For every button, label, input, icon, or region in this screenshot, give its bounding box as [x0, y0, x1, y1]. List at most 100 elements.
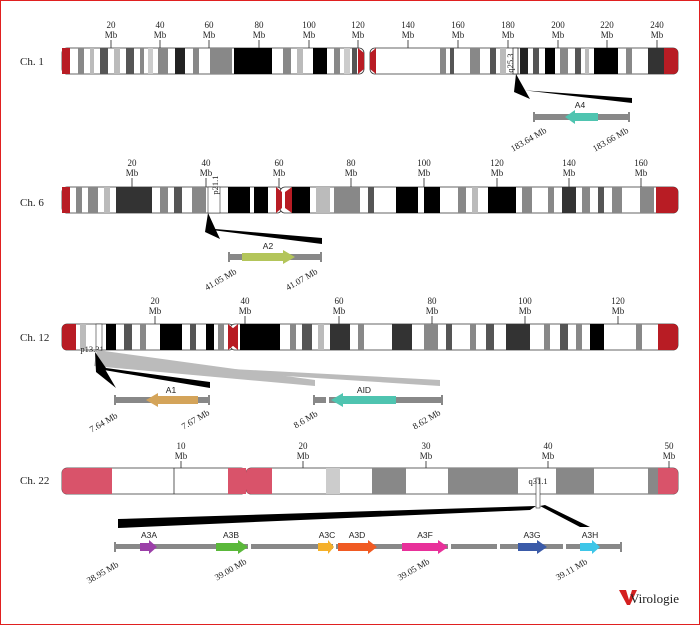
zoom-wedge [205, 213, 220, 239]
band-label: q31.1 [528, 476, 547, 486]
gene-label: A3C [319, 530, 336, 540]
gene-a3c-arrow [318, 540, 334, 554]
position-label: 39.11 Mb [554, 556, 589, 582]
gene-aid-arrow [331, 393, 396, 407]
virologie-logo: Virologie [619, 590, 679, 606]
gene-a2-arrow [242, 250, 295, 264]
tick-value: 100 [302, 20, 316, 30]
gene-end-label: 7.67 Mb [180, 407, 212, 431]
tick-value: 50 [665, 441, 675, 451]
zoom-wedge [95, 352, 116, 388]
zoom-wedge-aid [94, 350, 315, 386]
position-label: 39.00 Mb [213, 556, 249, 582]
tick-unit: Mb [426, 306, 439, 316]
tick-unit: Mb [635, 168, 648, 178]
tick-unit: Mb [105, 30, 118, 40]
gene-a3g-arrow [518, 540, 547, 554]
tick-unit: Mb [200, 168, 213, 178]
zoom-wedge [516, 74, 632, 103]
tick-unit: Mb [563, 168, 576, 178]
tick-value: 200 [551, 20, 565, 30]
gene-a3b-arrow [216, 540, 248, 554]
gene-a3h-arrow [580, 540, 600, 554]
tick-unit: Mb [126, 168, 139, 178]
tick-unit: Mb [612, 306, 625, 316]
tick-value: 160 [634, 158, 648, 168]
chromosome-label: Ch. 22 [20, 475, 49, 487]
gene-label: A3F [417, 530, 433, 540]
tick-value: 40 [202, 158, 212, 168]
tick-value: 120 [490, 158, 504, 168]
tick-unit: Mb [333, 306, 346, 316]
tick-unit: Mb [542, 451, 555, 461]
tick-value: 20 [128, 158, 138, 168]
tick-unit: Mb [601, 30, 614, 40]
tick-value: 20 [107, 20, 117, 30]
gene-label: A3B [223, 530, 239, 540]
position-labels-ch22: 38.95 Mb 39.00 Mb 39.05 Mb 39.11 Mb [85, 556, 590, 585]
gene-track-ch12-aid [313, 393, 443, 407]
gene-track-ch22 [114, 540, 622, 554]
gene-labels-ch22: A3A A3B A3C A3D A3F A3G A3H [141, 530, 598, 540]
band-label: p21.1 [210, 175, 220, 194]
chromosome-22-ideogram [61, 467, 679, 509]
position-label: 38.95 Mb [85, 559, 121, 585]
tick-marks-ch22 [180, 461, 670, 468]
zoom-wedge-aid [97, 350, 440, 386]
tick-value: 140 [401, 20, 415, 30]
tick-value: 80 [428, 296, 438, 306]
tick-value: 60 [335, 296, 345, 306]
chromosome-6-ideogram [61, 186, 679, 214]
gene-track-ch6 [228, 250, 322, 264]
gene-track-ch12-a1 [114, 393, 210, 407]
gene-label: A3G [523, 530, 540, 540]
tick-unit: Mb [149, 306, 162, 316]
tick-value: 120 [351, 20, 365, 30]
gene-start-label: 183.64 Mb [509, 125, 549, 154]
tick-value: 40 [544, 441, 554, 451]
chromosome-label: Ch. 6 [20, 197, 44, 209]
chromosome-label: Ch. 12 [20, 332, 49, 344]
chromosome-12-ideogram [61, 323, 679, 351]
tick-unit: Mb [253, 30, 266, 40]
zoom-wedge [118, 506, 536, 528]
tick-unit: Mb [552, 30, 565, 40]
gene-label: A3H [582, 530, 599, 540]
tick-value: 160 [451, 20, 465, 30]
gene-end-label: 183.66 Mb [591, 125, 631, 154]
tick-value: 80 [255, 20, 265, 30]
gene-a3d-arrow [338, 540, 377, 554]
gene-track-ch1 [533, 110, 630, 124]
tick-value: 20 [299, 441, 309, 451]
gene-label: AID [357, 385, 371, 395]
gene-a1-arrow [146, 393, 198, 407]
tick-value: 120 [611, 296, 625, 306]
logo-text: Virologie [630, 591, 679, 606]
tick-unit: Mb [239, 306, 252, 316]
zoom-wedge [540, 505, 590, 527]
tick-value: 40 [241, 296, 251, 306]
tick-unit: Mb [154, 30, 167, 40]
tick-value: 180 [501, 20, 515, 30]
tick-unit: Mb [273, 168, 286, 178]
tick-value: 60 [205, 20, 215, 30]
tick-unit: Mb [203, 30, 216, 40]
tick-unit: Mb [491, 168, 504, 178]
tick-value: 100 [417, 158, 431, 168]
zoom-wedge [208, 213, 322, 244]
chromosome-label: Ch. 1 [20, 56, 44, 68]
gene-a3a-arrow [140, 540, 157, 554]
tick-unit: Mb [303, 30, 316, 40]
band-label: q25.3 [505, 53, 515, 72]
tick-unit: Mb [297, 451, 310, 461]
gene-a4-arrow [565, 110, 598, 124]
band-label: p13.31 [80, 344, 103, 354]
tick-unit: Mb [651, 30, 664, 40]
gene-label: A1 [166, 385, 177, 395]
tick-value: 240 [650, 20, 664, 30]
